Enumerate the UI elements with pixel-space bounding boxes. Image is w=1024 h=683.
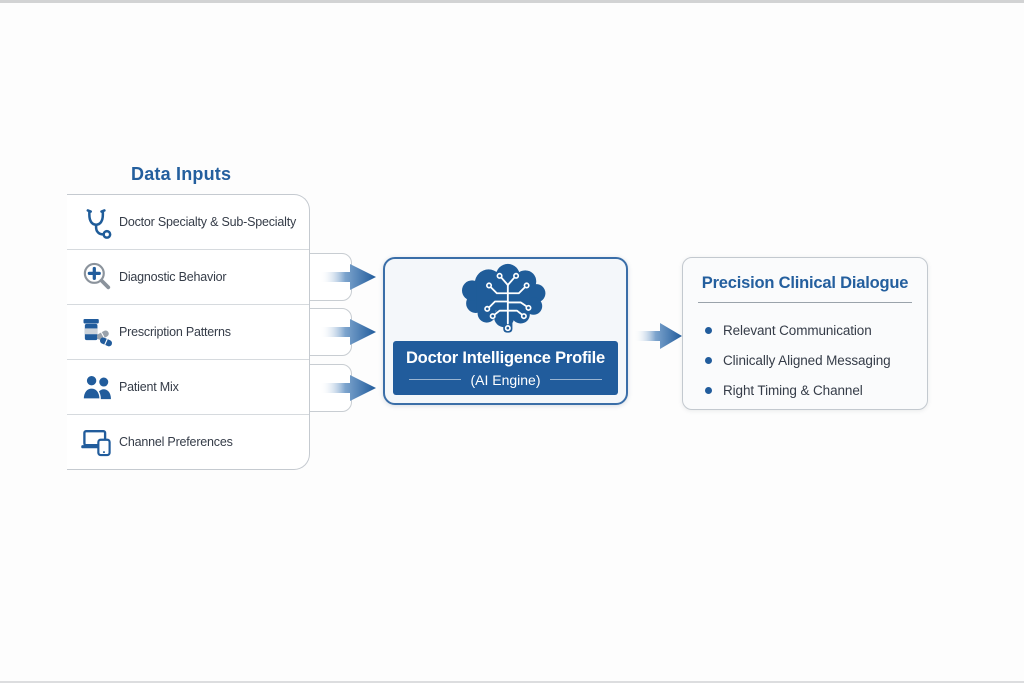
input-label: Patient Mix bbox=[119, 380, 179, 394]
engine-title: Doctor Intelligence Profile bbox=[405, 348, 606, 367]
input-label: Doctor Specialty & Sub-Specialty bbox=[119, 215, 297, 229]
data-inputs-panel: Doctor Specialty & Sub-Specialty Diagnos… bbox=[67, 194, 310, 470]
input-label: Diagnostic Behavior bbox=[119, 270, 227, 284]
input-label: Channel Preferences bbox=[119, 435, 233, 449]
input-label: Prescription Patterns bbox=[119, 325, 231, 339]
input-row-prescription-patterns: Prescription Patterns bbox=[67, 304, 309, 359]
devices-icon bbox=[75, 420, 119, 464]
output-title: Precision Clinical Dialogue bbox=[701, 274, 909, 292]
top-rule bbox=[0, 0, 1024, 3]
flow-arrow bbox=[320, 319, 376, 345]
bottom-rule bbox=[0, 681, 1024, 683]
magnifier-plus-icon bbox=[75, 255, 119, 299]
subtitle-rule-right bbox=[549, 379, 602, 380]
flow-arrow bbox=[320, 375, 376, 401]
engine-subtitle: (AI Engine) bbox=[470, 371, 541, 388]
bullet-dot bbox=[705, 326, 712, 334]
flow-arrow bbox=[634, 323, 682, 349]
bullet-text: Relevant Communication bbox=[723, 322, 872, 338]
brain-circuit-icon bbox=[385, 261, 626, 341]
flow-arrow bbox=[320, 264, 376, 290]
input-row-patient-mix: Patient Mix bbox=[67, 359, 309, 414]
engine-box: Doctor Intelligence Profile (AI Engine) bbox=[383, 257, 628, 405]
bullet-dot bbox=[705, 356, 712, 364]
bullet-dot bbox=[705, 386, 712, 394]
patients-icon bbox=[75, 365, 119, 409]
title-divider bbox=[698, 302, 912, 303]
bullet-item: Right Timing & Channel bbox=[705, 375, 927, 405]
engine-title-bar: Doctor Intelligence Profile (AI Engine) bbox=[393, 341, 618, 395]
input-row-doctor-specialty: Doctor Specialty & Sub-Specialty bbox=[67, 195, 309, 249]
input-row-channel-preferences: Channel Preferences bbox=[67, 414, 309, 469]
bullet-item: Clinically Aligned Messaging bbox=[705, 345, 927, 375]
output-bullet-list: Relevant Communication Clinically Aligne… bbox=[683, 303, 927, 405]
bullet-item: Relevant Communication bbox=[705, 315, 927, 345]
subtitle-rule-left bbox=[409, 379, 462, 380]
pills-icon bbox=[75, 310, 119, 354]
data-inputs-title: Data Inputs bbox=[131, 164, 232, 184]
bullet-text: Clinically Aligned Messaging bbox=[723, 352, 891, 368]
bullet-text: Right Timing & Channel bbox=[723, 382, 863, 398]
input-row-diagnostic-behavior: Diagnostic Behavior bbox=[67, 249, 309, 304]
stethoscope-icon bbox=[75, 200, 119, 244]
output-box: Precision Clinical Dialogue Relevant Com… bbox=[682, 257, 928, 410]
